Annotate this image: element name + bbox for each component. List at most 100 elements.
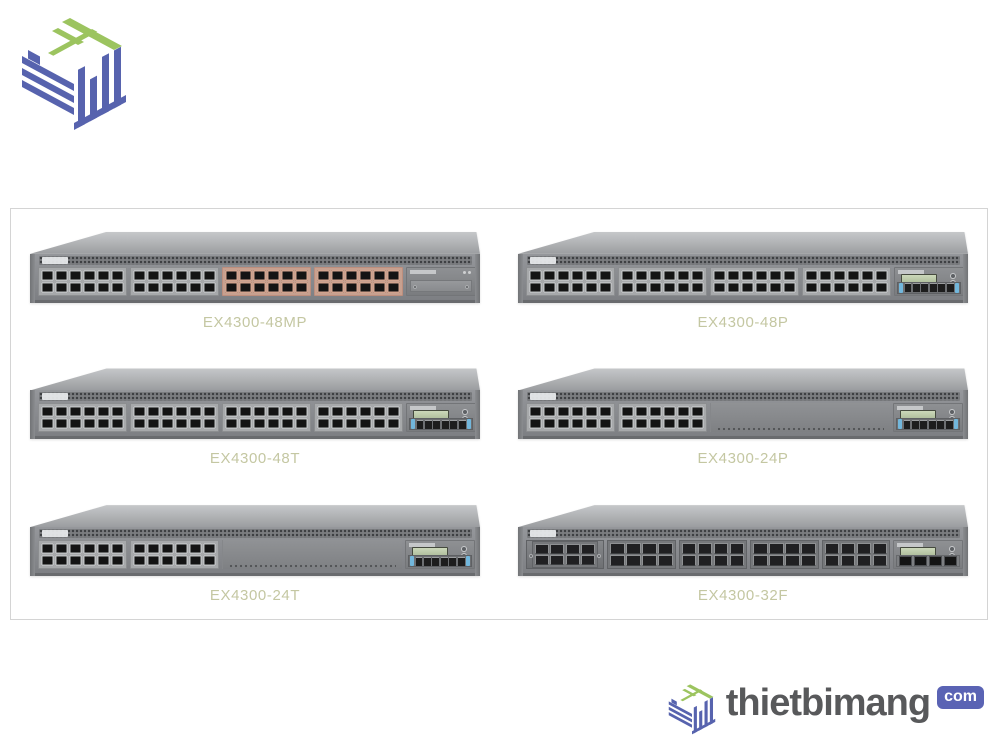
rj45-port: [83, 418, 96, 430]
rj45-port: [83, 406, 96, 418]
uplink-module: [406, 266, 476, 296]
rj45-port: [55, 418, 68, 430]
rj45-port: [69, 543, 82, 555]
rj45-port: [295, 418, 308, 430]
watermark: thietbimang com: [665, 677, 984, 738]
rj45-port: [649, 269, 662, 281]
uplink-port: [433, 419, 441, 429]
rj45-port-group: [130, 403, 219, 433]
status-leds: [463, 270, 471, 274]
rj45-port: [571, 269, 584, 281]
rj45-port: [55, 281, 68, 293]
switch-top-face: [30, 505, 480, 528]
sfp-port: [534, 543, 549, 554]
rj45-port: [677, 269, 690, 281]
blue-latch: [954, 419, 959, 430]
uplink-port: [440, 556, 448, 566]
rj45-port: [55, 555, 68, 567]
rj45-port: [267, 281, 280, 293]
rj45-port: [571, 406, 584, 418]
rj45-port: [783, 281, 796, 293]
sfp-port: [729, 555, 744, 567]
rj45-port: [41, 269, 54, 281]
rj45-port: [111, 418, 124, 430]
port-area: [526, 403, 963, 433]
vent-strip: [39, 529, 472, 539]
rj45-port: [557, 269, 570, 281]
brand-cube-logo-icon: [22, 18, 126, 130]
rj45-port: [663, 418, 676, 430]
qsfp-port: [944, 556, 957, 567]
rj45-port: [111, 406, 124, 418]
rj45-port: [225, 418, 238, 430]
model-label-print: [409, 543, 435, 548]
blank-faceplate: [710, 403, 890, 433]
rj45-port: [635, 418, 648, 430]
vendor-logo-chip: [530, 256, 556, 264]
rj45-port: [529, 281, 542, 293]
rj45-port: [161, 269, 174, 281]
screw: [529, 553, 533, 558]
rj45-port: [161, 418, 174, 430]
sfp-group: [678, 540, 747, 570]
rj45-port: [783, 269, 796, 281]
qsfp-port: [914, 556, 927, 567]
sfp-port: [658, 555, 673, 567]
sfp-group: [750, 540, 819, 570]
rj45-port: [331, 418, 344, 430]
rj45-port: [741, 281, 754, 293]
port-area: [38, 266, 476, 296]
vent-strip: [39, 255, 472, 265]
lcd-button: [950, 410, 954, 415]
blue-latch: [410, 556, 414, 567]
product-card: EX4300-24P: [499, 346, 987, 483]
uplink-port: [441, 419, 449, 429]
lcd-button: [950, 547, 954, 552]
vendor-logo-chip: [530, 393, 556, 401]
rj45-port: [41, 406, 54, 418]
rj45-port: [387, 418, 400, 430]
sfp-port: [801, 543, 816, 554]
sfp-port: [785, 555, 800, 567]
product-card: EX4300-48MP: [11, 209, 499, 346]
rj45-port: [111, 555, 124, 567]
sfp-port: [610, 555, 625, 567]
screw: [413, 284, 417, 289]
uplink-port: [416, 419, 424, 429]
model-label-print: [897, 406, 923, 411]
lcd-button: [463, 410, 467, 415]
screw: [597, 553, 601, 558]
rj45-port-group: [222, 403, 311, 433]
rj45-port: [133, 418, 146, 430]
rj45-port: [267, 406, 280, 418]
rj45-port: [331, 281, 344, 293]
rj45-port: [373, 269, 386, 281]
vent-strip: [527, 255, 960, 265]
rj45-port: [133, 269, 146, 281]
rj45-port: [41, 281, 54, 293]
rj45-port: [239, 281, 252, 293]
vent-strip: [527, 529, 960, 539]
rj45-port: [281, 406, 294, 418]
rj45-port: [691, 406, 704, 418]
rj45-port: [755, 269, 768, 281]
rj45-port: [847, 281, 860, 293]
uplink-port: [449, 556, 457, 566]
rj45-port: [713, 269, 726, 281]
rj45-port: [599, 418, 612, 430]
sfp-port: [753, 543, 768, 554]
switch-top-face: [518, 231, 968, 254]
rj45-port: [41, 555, 54, 567]
rj45-port: [189, 281, 202, 293]
rj45-port: [189, 555, 202, 567]
sfp-port: [872, 543, 887, 554]
uplink-module: [406, 403, 476, 433]
rj45-port-group: [802, 266, 891, 296]
rj45-port: [691, 418, 704, 430]
led: [468, 270, 471, 274]
sfp-port: [840, 543, 855, 554]
uplink-module: [405, 540, 475, 570]
rj45-port-group: [526, 266, 615, 296]
switch-top-face: [30, 368, 480, 391]
